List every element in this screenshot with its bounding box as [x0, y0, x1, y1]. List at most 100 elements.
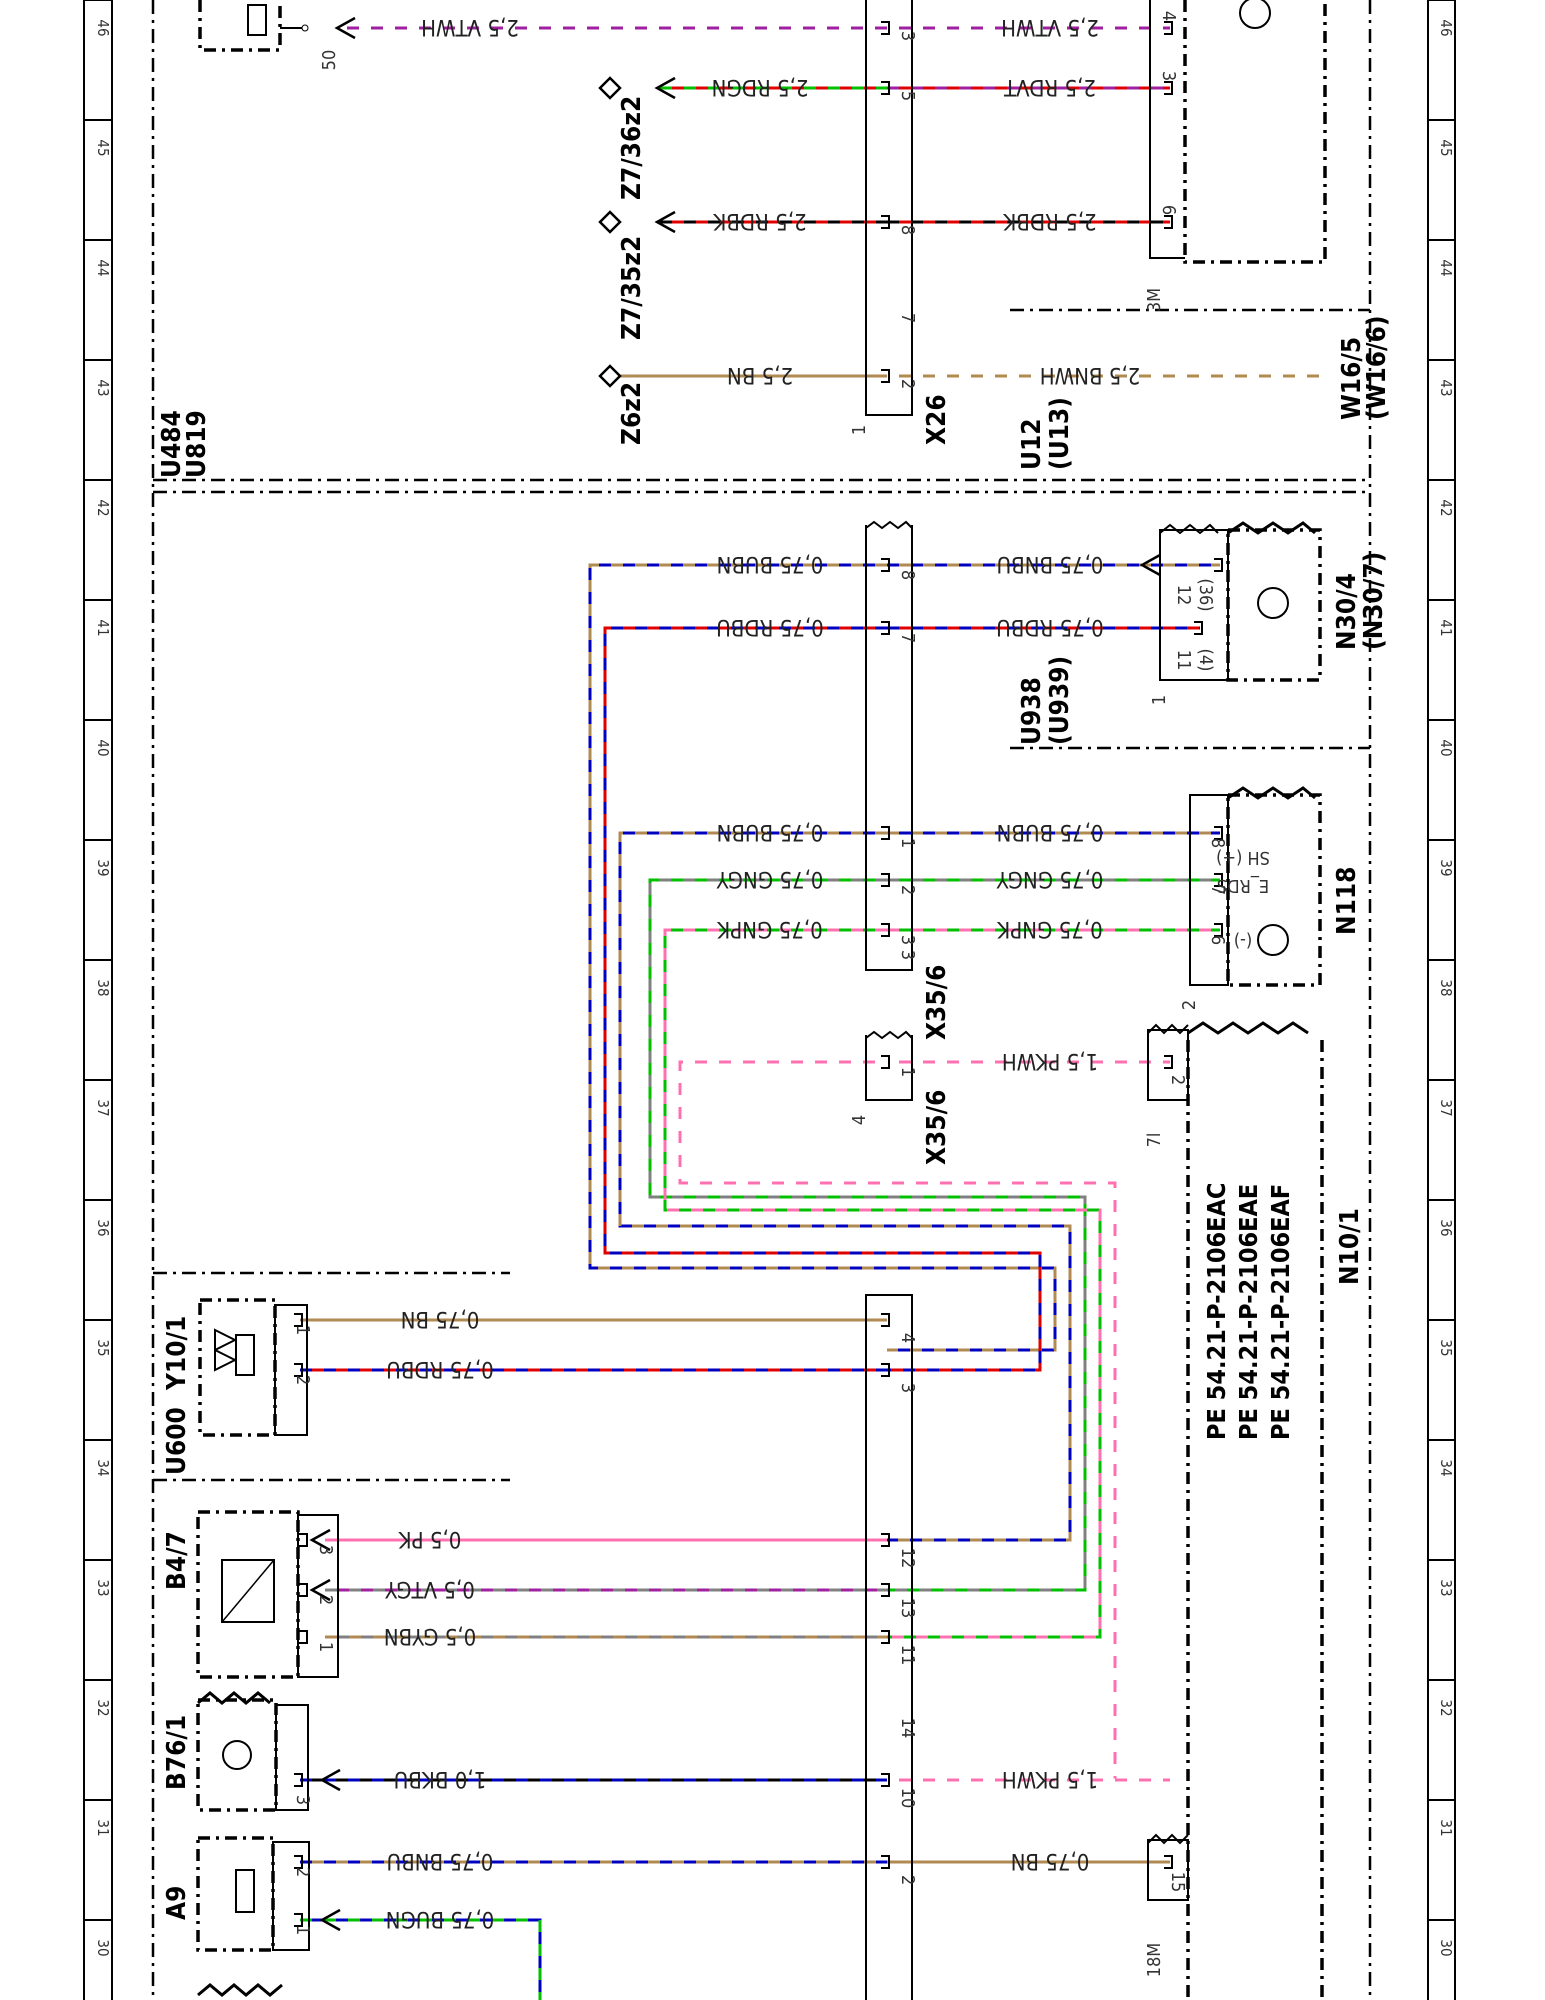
pin-number: 2 — [1167, 1075, 1188, 1085]
arrow-marker — [654, 76, 676, 100]
pin-number: 1 — [897, 838, 918, 848]
pin-number: 1 — [292, 1325, 313, 1335]
pin-number: 10 — [897, 1788, 918, 1809]
pin-label: 7l — [1144, 1133, 1165, 1148]
frame — [83, 0, 1456, 2000]
a9-component — [196, 1836, 310, 1952]
pin-number: 1 — [292, 1925, 313, 1935]
pin-number: 7 — [897, 313, 918, 323]
pin-label: 4 — [849, 1115, 870, 1125]
pin-mark — [299, 1630, 308, 1644]
wire-label: 0,5 PK — [398, 1526, 462, 1551]
wire-label: 0,75 GNGY — [716, 866, 824, 891]
component-label: Z7/35z2 — [617, 236, 647, 340]
pin-mark — [881, 81, 890, 95]
wire — [678, 1060, 1117, 1782]
pin-mark — [881, 558, 890, 572]
connector-x35-6 — [865, 520, 913, 971]
arrow-marker — [319, 1908, 341, 1932]
component-label: (W16/6) — [1362, 315, 1392, 420]
pin-label: SH (+) — [1216, 847, 1270, 868]
wire-label: 2,5 VTWH — [421, 14, 519, 39]
pin-mark — [299, 1583, 308, 1597]
wire-label: 0,75 GNPK — [716, 916, 822, 941]
pin-mark — [1214, 923, 1223, 937]
pin-label: (4) — [1195, 649, 1216, 672]
grid-number-left: 40 — [94, 739, 112, 756]
grid-number-left: 41 — [94, 619, 112, 636]
grid-number-left: 43 — [94, 379, 112, 396]
pin-label: 1 — [849, 425, 870, 435]
wire-stripe — [603, 626, 1042, 1372]
wire-label: 2,5 BNWH — [1040, 362, 1141, 387]
wire — [663, 928, 1102, 1639]
pin-mark — [1164, 81, 1173, 95]
component-label: U938 — [1017, 677, 1047, 745]
wire-label: 0,75 BUBN — [997, 819, 1104, 844]
wire — [300, 1918, 542, 2000]
pe-reference: PE 54.21-P-2106EAE — [1234, 1184, 1263, 1440]
wire — [603, 626, 1042, 1372]
component-label: A9 — [162, 1886, 192, 1920]
pin-number: 15 — [1167, 1872, 1188, 1893]
grid-number-left: 39 — [94, 859, 112, 876]
pin-number: 3 — [1158, 71, 1179, 81]
pin-number: 7 — [1207, 885, 1228, 895]
pin-number: 5 — [897, 91, 918, 101]
pin-mark — [881, 826, 890, 840]
b76-1-component — [196, 1691, 309, 1812]
pin-mark — [294, 1773, 303, 1787]
wire-label: 0,75 BUBN — [717, 819, 824, 844]
pin-number: 1 — [315, 1642, 336, 1652]
arrow-marker — [1139, 553, 1161, 577]
component-label: Y10/1 — [162, 1316, 192, 1391]
pin-mark — [881, 923, 890, 937]
grid-number-right: 34 — [1437, 1459, 1455, 1476]
grid-number-right: 30 — [1437, 1939, 1455, 1956]
component-label: W16/5 — [1337, 337, 1367, 420]
pin-label: E_RDS — [1217, 875, 1269, 896]
bottom-left-component — [197, 1983, 283, 1997]
module-boundaries — [151, 0, 1372, 2000]
u12-pin-box — [1149, 0, 1185, 259]
pin-number: 14 — [897, 1718, 918, 1739]
b4-7-component — [196, 1510, 339, 1679]
pin-mark — [881, 21, 890, 35]
component-label: Z7/36z2 — [617, 96, 647, 200]
ground-markers — [598, 76, 622, 388]
pin-number: 12 — [897, 1548, 918, 1569]
pin-mark — [1214, 826, 1223, 840]
grid-number-left: 31 — [94, 1819, 112, 1836]
grid-number-right: 33 — [1437, 1579, 1455, 1596]
component-label: X26 — [922, 394, 952, 445]
component-label: U12 — [1017, 418, 1047, 470]
wire — [648, 878, 1087, 1592]
grid-number-left: 33 — [94, 1579, 112, 1596]
grid-number-left: 45 — [94, 139, 112, 156]
component-label: X35/6 — [922, 965, 952, 1040]
pin-number: 3 — [897, 935, 918, 945]
component-label: B4/7 — [162, 1531, 192, 1590]
pin-mark — [881, 1773, 890, 1787]
pin-mark — [294, 1313, 303, 1327]
component-label: U600 — [162, 1407, 192, 1475]
pin-mark — [294, 1855, 303, 1869]
pin-label: 2 — [1179, 1000, 1200, 1010]
pin-number: 8 — [897, 225, 918, 235]
wire-stripe — [588, 563, 1057, 1352]
wire-label: 0,75 BUBN — [717, 551, 824, 576]
pin-number: 7 — [897, 633, 918, 643]
grid-number-right: 35 — [1437, 1339, 1455, 1356]
wire-label: 0,75 BNBU — [387, 1848, 494, 1873]
grid-number-left: 42 — [94, 499, 112, 516]
pin-mark — [1164, 1855, 1173, 1869]
pin-number: 11 — [897, 1645, 918, 1666]
n30-pin-box — [1159, 521, 1316, 681]
pin-number: 3 — [897, 950, 918, 960]
grid-number-left: 35 — [94, 1339, 112, 1356]
pin-number: 8 — [1207, 838, 1228, 848]
pin-mark — [1164, 215, 1173, 229]
wire-label: 0,75 RDBU — [716, 614, 823, 639]
pin-mark — [294, 1913, 303, 1927]
